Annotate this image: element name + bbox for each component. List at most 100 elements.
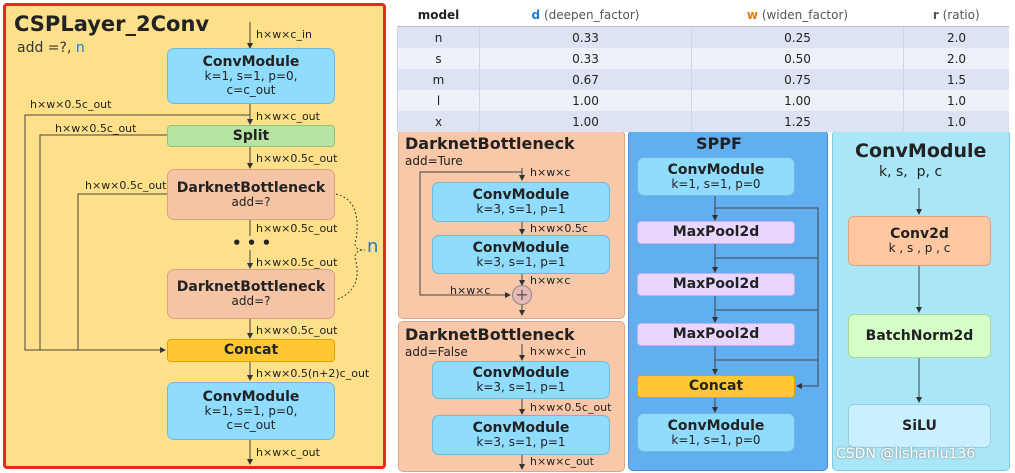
db-true-label-out: h×w×c — [530, 274, 571, 287]
header-r-rest: (ratio) — [938, 8, 980, 22]
db-false-label-out: h×w×c_out — [530, 455, 594, 468]
csp-bottleneck-2: DarknetBottleneck add=? — [167, 269, 335, 319]
header-w-letter: w — [746, 8, 758, 22]
label-csp-in: h×w×c_in — [256, 28, 312, 41]
table-cell: 1.0 — [903, 111, 1009, 132]
db-false-conv-2: ConvModule k=3, s=1, p=1 — [432, 415, 610, 455]
sppf-conv-1-params: k=1, s=1, p=0 — [671, 176, 761, 191]
label-before-b2: h×w×0.5c_out — [256, 256, 338, 269]
table-cell: 0.50 — [691, 48, 904, 69]
db-true-conv-2-name: ConvModule — [472, 239, 570, 256]
table-cell: 1.00 — [691, 90, 904, 111]
convmodule-conv2d-name: Conv2d — [890, 226, 949, 243]
ellipsis-dots: • • • — [232, 234, 272, 252]
db-true-add: add=Ture — [405, 154, 463, 168]
add-circle-icon: + — [512, 285, 532, 305]
table-header-model: model — [397, 4, 480, 27]
db-false-title: DarknetBottleneck — [405, 325, 575, 344]
table-cell: 1.25 — [691, 111, 904, 132]
csp-conv-top: ConvModule k=1, s=1, p=0, c=c_out — [167, 48, 335, 104]
csp-split: Split — [167, 125, 335, 147]
csp-conv-bottom: ConvModule k=1, s=1, p=0, c=c_out — [167, 382, 335, 440]
db-false-conv-1-name: ConvModule — [472, 365, 570, 382]
db-true-label-skip: h×w×c — [450, 284, 491, 297]
db-false-label-mid: h×w×0.5c_out — [530, 401, 612, 414]
watermark: CSDN @lishanlu136 — [836, 446, 976, 462]
table-cell: 1.00 — [479, 90, 692, 111]
csp-bottleneck-1: DarknetBottleneck add=? — [167, 169, 335, 220]
table-cell: 1.0 — [903, 90, 1009, 111]
csp-concat: Concat — [167, 339, 335, 362]
csp-bottleneck-2-add: add=? — [231, 294, 271, 309]
csp-bottleneck-1-add: add=? — [231, 194, 271, 209]
label-left-outer: h×w×0.5c_out — [30, 98, 112, 111]
db-false-conv-2-name: ConvModule — [472, 420, 570, 437]
sppf-maxpool-2-label: MaxPool2d — [672, 276, 760, 293]
table-cell: 0.75 — [691, 69, 904, 90]
table-cell: l — [397, 90, 480, 111]
sppf-conv-2-params: k=1, s=1, p=0 — [671, 432, 761, 447]
header-r-letter: r — [932, 8, 939, 22]
sppf-maxpool-3-label: MaxPool2d — [672, 326, 760, 343]
table-cell: m — [397, 69, 480, 90]
convmodule-silu-label: SiLU — [902, 417, 937, 434]
sppf-maxpool-3: MaxPool2d — [637, 323, 795, 346]
label-left-inner: h×w×0.5c_out — [55, 122, 137, 135]
table-header-r: r (ratio) — [903, 4, 1009, 27]
convmodule-batchnorm: BatchNorm2d — [848, 314, 991, 358]
csp-conv-bottom-line1: k=1, s=1, p=0, — [204, 404, 298, 419]
sppf-conv-2: ConvModule k=1, s=1, p=0 — [637, 413, 795, 452]
csp-add-note: add =?, n — [17, 40, 85, 56]
table-cell: 2.0 — [903, 48, 1009, 69]
table-cell: 0.33 — [479, 26, 692, 48]
db-true-conv-1-params: k=3, s=1, p=1 — [476, 202, 566, 217]
convmodule-params: k, s, p, c — [879, 164, 943, 180]
convmodule-conv2d-params: k , s , p , c — [888, 241, 951, 256]
csp-conv-bottom-name: ConvModule — [202, 389, 300, 406]
db-true-label-in: h×w×c — [530, 166, 571, 179]
label-left-b1: h×w×0.5c_out — [85, 179, 167, 192]
header-d-rest: (deepen_factor) — [540, 8, 640, 22]
db-true-conv-2-params: k=3, s=1, p=1 — [476, 254, 566, 269]
convmodule-conv2d: Conv2d k , s , p , c — [848, 216, 991, 266]
header-w-rest: (widen_factor) — [758, 8, 849, 22]
table-cell: 0.33 — [479, 48, 692, 69]
table-cell: n — [397, 26, 480, 48]
table-cell: 2.0 — [903, 26, 1009, 48]
convmodule-silu: SiLU — [848, 404, 991, 448]
db-true-conv-1: ConvModule k=3, s=1, p=1 — [432, 182, 610, 222]
table-cell: 1.5 — [903, 69, 1009, 90]
header-model-label: model — [417, 8, 460, 22]
sppf-concat-label: Concat — [688, 378, 744, 395]
db-true-title: DarknetBottleneck — [405, 134, 575, 153]
sppf-maxpool-1: MaxPool2d — [637, 221, 795, 244]
table-cell: x — [397, 111, 480, 132]
csp-concat-label: Concat — [223, 342, 279, 359]
table-header-w: w (widen_factor) — [691, 4, 904, 27]
csp-split-label: Split — [232, 127, 270, 144]
csp-title: CSPLayer_2Conv — [14, 12, 210, 36]
csp-conv-top-line1: k=1, s=1, p=0, — [204, 69, 298, 84]
table-cell: 0.25 — [691, 26, 904, 48]
sppf-maxpool-1-label: MaxPool2d — [672, 224, 760, 241]
table-cell: 1.00 — [479, 111, 692, 132]
db-false-add: add=False — [405, 345, 468, 359]
db-true-conv-2: ConvModule k=3, s=1, p=1 — [432, 235, 610, 274]
csp-conv-bottom-line2: c=c_out — [226, 418, 276, 433]
label-csp-out: h×w×c_out — [256, 446, 320, 459]
model-scale-table: model d (deepen_factor) w (widen_factor)… — [397, 4, 1009, 132]
header-d-letter: d — [531, 8, 541, 22]
db-false-conv-2-params: k=3, s=1, p=1 — [476, 435, 566, 450]
csp-conv-top-line2: c=c_out — [226, 83, 276, 98]
table-header-row: model d (deepen_factor) w (widen_factor)… — [397, 4, 1009, 27]
db-false-conv-1: ConvModule k=3, s=1, p=1 — [432, 361, 610, 399]
sppf-title: SPPF — [696, 134, 742, 153]
csp-bottleneck-2-name: DarknetBottleneck — [176, 279, 326, 296]
db-false-conv-1-params: k=3, s=1, p=1 — [476, 380, 566, 395]
label-after-split: h×w×0.5c_out — [256, 152, 338, 165]
label-csp-after-conv: h×w×c_out — [256, 110, 320, 123]
